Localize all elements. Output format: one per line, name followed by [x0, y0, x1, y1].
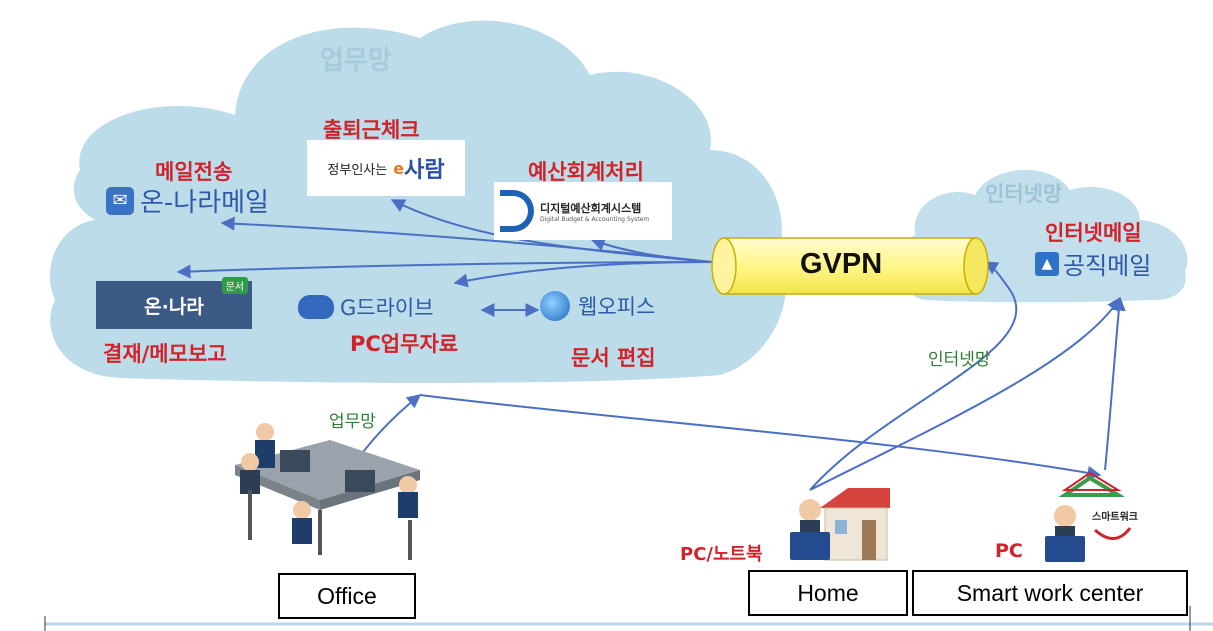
mail-envelope-icon: ✉: [106, 186, 134, 215]
internet-network-title: 인터넷망: [985, 182, 1063, 206]
home-box: Home: [748, 570, 908, 616]
weboffice-service[interactable]: 웹오피스: [540, 291, 655, 321]
approval-caption: 결재/메모보고: [103, 342, 227, 366]
cloud-icon: [298, 295, 334, 319]
home-illustration: [790, 488, 890, 561]
dbrain-d-icon: [500, 190, 534, 232]
home-device-label: PC/노트북: [680, 544, 763, 565]
smart-work-illustration: [1045, 471, 1132, 562]
dbrain-title: 디지털예산회계시스템: [540, 201, 642, 215]
onnara-mail-label: 온-나라메일: [140, 188, 269, 218]
work-network-link-label: 업무망: [329, 412, 376, 432]
budget-caption: 예산회계처리: [528, 160, 644, 184]
attendance-caption: 출퇴근체크: [323, 118, 420, 142]
official-mail-service[interactable]: ▲ 공직메일: [1035, 246, 1151, 281]
mail-caption: 메일전송: [155, 160, 233, 184]
smart-work-logo-text: 스마트워크: [1092, 512, 1138, 523]
work-network-title: 업무망: [320, 46, 392, 76]
arrow-smart-to-officialmail: [1104, 296, 1126, 471]
gdrive-service[interactable]: G드라이브: [298, 292, 434, 322]
internet-network-link-label: 인터넷망: [928, 350, 991, 370]
gdrive-label: G드라이브: [340, 296, 434, 320]
smart-device-label: PC: [995, 540, 1023, 562]
smart-work-center-box: Smart work center: [912, 570, 1188, 616]
arrow-gvpn-to-gdrive: [453, 261, 713, 288]
connection-arrows: [176, 199, 1126, 491]
mail-cap-icon: ▲: [1035, 251, 1059, 276]
internet-mail-caption: 인터넷메일: [1045, 221, 1142, 245]
document-badge: 문서: [221, 277, 248, 294]
office-box: Office: [278, 573, 416, 619]
e-saram-icon: e: [393, 158, 405, 178]
onnara-approval-logo[interactable]: 온·나라 문서: [96, 277, 252, 329]
dbrain-subtitle: Digital Budget & Accounting System: [540, 215, 650, 223]
arrow-home-to-officialmail: [809, 296, 1121, 491]
onnara-mail-service[interactable]: ✉ 온-나라메일: [106, 182, 269, 219]
e-saram-logo[interactable]: 정부인사는 e 사람: [307, 140, 465, 196]
e-saram-slogan: 정부인사는: [327, 162, 388, 178]
arrow-home-to-gvpn: [809, 261, 1018, 491]
arrow-gvpn-to-budget: [590, 237, 713, 263]
dbrain-logo[interactable]: 디지털예산회계시스템 Digital Budget & Accounting S…: [494, 182, 672, 240]
gdrive-caption: PC업무자료: [350, 332, 459, 356]
weboffice-caption: 문서 편집: [571, 346, 656, 370]
office-workers-illustration: [235, 423, 420, 560]
arrow-cloud-to-smartwork: [419, 394, 1102, 480]
onnara-approval-text: 온·나라: [144, 295, 204, 318]
gvpn-label: GVPN: [800, 248, 883, 280]
e-saram-name: 사람: [404, 158, 445, 183]
official-mail-label: 공직메일: [1063, 252, 1152, 280]
globe-icon: [540, 291, 570, 321]
gvpn-pipe: [711, 237, 989, 295]
weboffice-label: 웹오피스: [578, 295, 656, 319]
